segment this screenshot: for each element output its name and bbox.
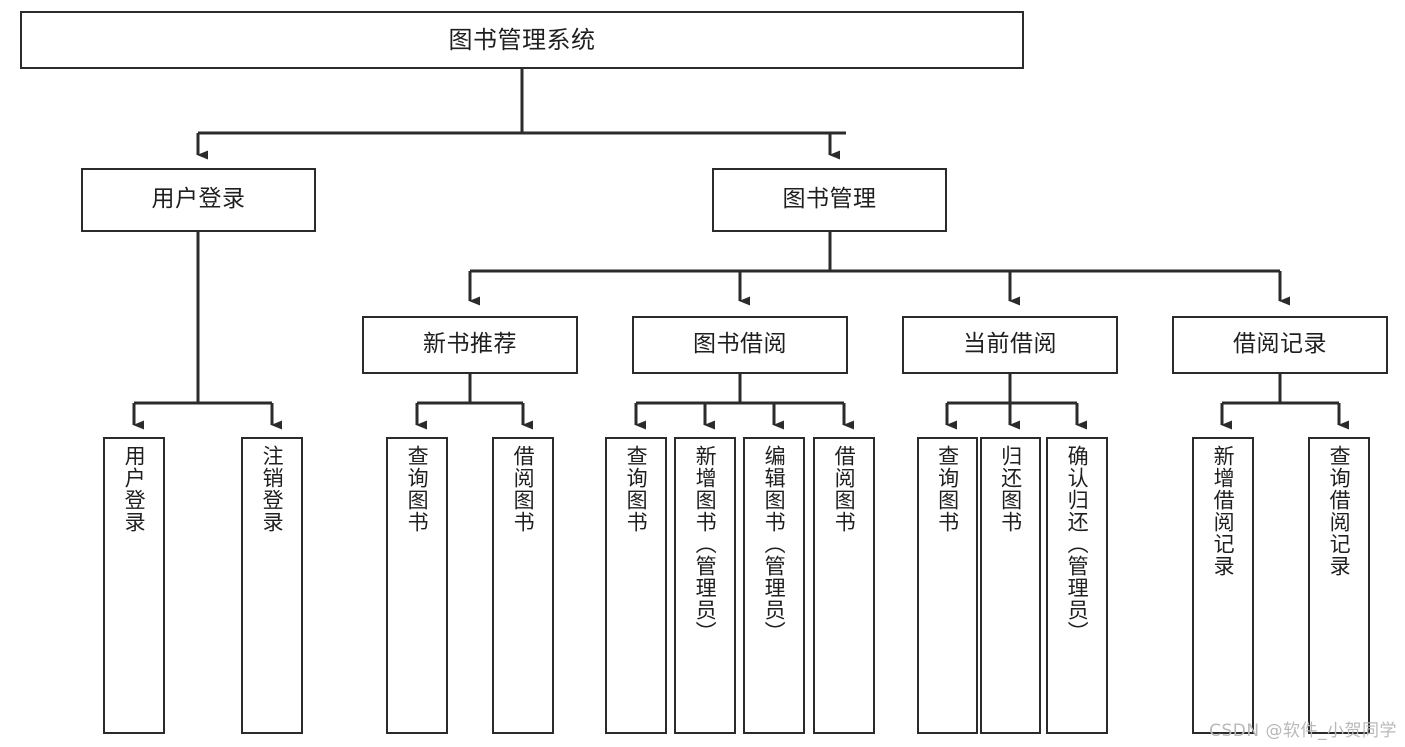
watermark-text: CSDN @软件_小贺同学 bbox=[1209, 721, 1397, 741]
node-book-borrow[interactable]: 图书借阅 bbox=[632, 316, 848, 374]
leaf-return-book[interactable]: 归还图书 bbox=[980, 437, 1041, 734]
leaf-add-borrow-record[interactable]: 新增借阅记录 bbox=[1192, 437, 1254, 734]
leaf-new-book-query[interactable]: 查询图书 bbox=[386, 437, 448, 734]
leaf-label: 注销登录 bbox=[260, 445, 285, 533]
leaf-label: 查询图书 bbox=[624, 445, 649, 533]
node-book-management[interactable]: 图书管理 bbox=[712, 168, 947, 232]
leaf-label: 查询图书 bbox=[935, 445, 960, 533]
leaf-label: 查询借阅记录 bbox=[1327, 445, 1352, 577]
leaf-book-borrow-query[interactable]: 查询图书 bbox=[605, 437, 667, 734]
leaf-current-query[interactable]: 查询图书 bbox=[917, 437, 978, 734]
leaf-label: 归还图书 bbox=[998, 445, 1023, 533]
leaf-book-borrow-action[interactable]: 借阅图书 bbox=[813, 437, 875, 734]
leaf-user-login[interactable]: 用户登录 bbox=[103, 437, 165, 734]
leaf-label: 确认归还（管理员） bbox=[1065, 445, 1090, 643]
node-user-login[interactable]: 用户登录 bbox=[81, 168, 316, 232]
leaf-book-edit[interactable]: 编辑图书（管理员） bbox=[743, 437, 805, 734]
leaf-label: 用户登录 bbox=[122, 445, 147, 533]
leaf-new-book-borrow[interactable]: 借阅图书 bbox=[492, 437, 554, 734]
leaf-label: 新增图书（管理员） bbox=[693, 445, 718, 643]
node-current-borrow[interactable]: 当前借阅 bbox=[902, 316, 1118, 374]
node-borrow-record[interactable]: 借阅记录 bbox=[1172, 316, 1388, 374]
leaf-label: 查询图书 bbox=[405, 445, 430, 533]
leaf-query-borrow-record[interactable]: 查询借阅记录 bbox=[1308, 437, 1370, 734]
leaf-label: 编辑图书（管理员） bbox=[762, 445, 787, 643]
leaf-label: 新增借阅记录 bbox=[1211, 445, 1236, 577]
leaf-book-add[interactable]: 新增图书（管理员） bbox=[674, 437, 736, 734]
leaf-logout[interactable]: 注销登录 bbox=[241, 437, 303, 734]
leaf-label: 借阅图书 bbox=[832, 445, 857, 533]
node-new-book-recommend[interactable]: 新书推荐 bbox=[362, 316, 578, 374]
leaf-confirm-return[interactable]: 确认归还（管理员） bbox=[1046, 437, 1108, 734]
node-root-system[interactable]: 图书管理系统 bbox=[20, 11, 1024, 69]
leaf-label: 借阅图书 bbox=[511, 445, 536, 533]
